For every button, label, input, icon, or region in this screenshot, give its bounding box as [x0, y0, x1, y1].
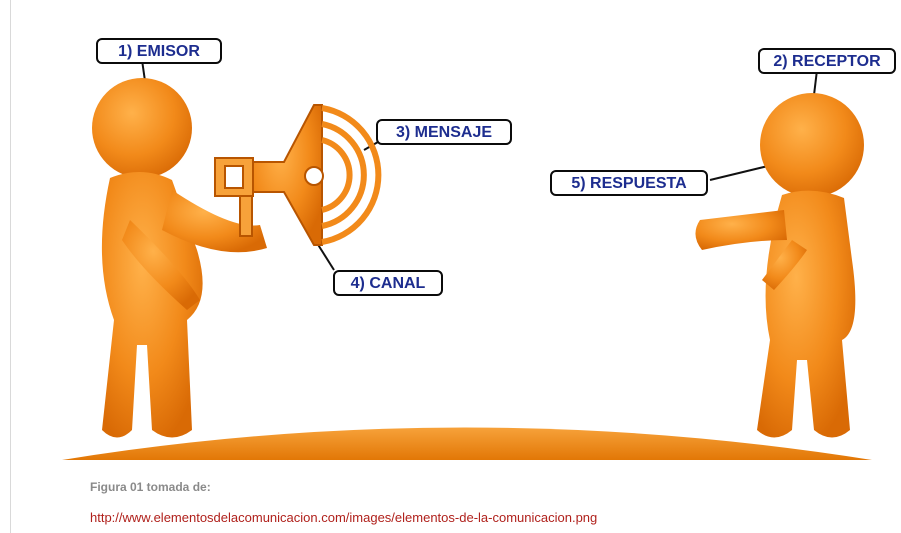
respuesta-connector: [709, 164, 773, 181]
respuesta-label: 5) RESPUESTA: [550, 170, 708, 196]
communication-elements-illustration: 1) EMISOR 2) RECEPTOR 3) MENSAJE 4) CANA…: [22, 0, 901, 460]
figure-caption: Figura 01 tomada de:: [90, 480, 211, 494]
left-border-rule: [10, 0, 11, 533]
sound-waves: [321, 105, 382, 245]
receptor-figure: [695, 93, 864, 438]
ground-arc: [62, 427, 872, 460]
emisor-label: 1) EMISOR: [96, 38, 222, 64]
receptor-connector: [813, 69, 818, 96]
illustration-graphic: [62, 59, 872, 460]
receptor-label: 2) RECEPTOR: [758, 48, 896, 74]
mensaje-label: 3) MENSAJE: [376, 119, 512, 145]
source-link[interactable]: http://www.elementosdelacomunicacion.com…: [90, 510, 598, 525]
emisor-figure: [92, 78, 267, 438]
canal-label: 4) CANAL: [333, 270, 443, 296]
megaphone: [214, 104, 324, 246]
canal-connector: [316, 242, 335, 271]
